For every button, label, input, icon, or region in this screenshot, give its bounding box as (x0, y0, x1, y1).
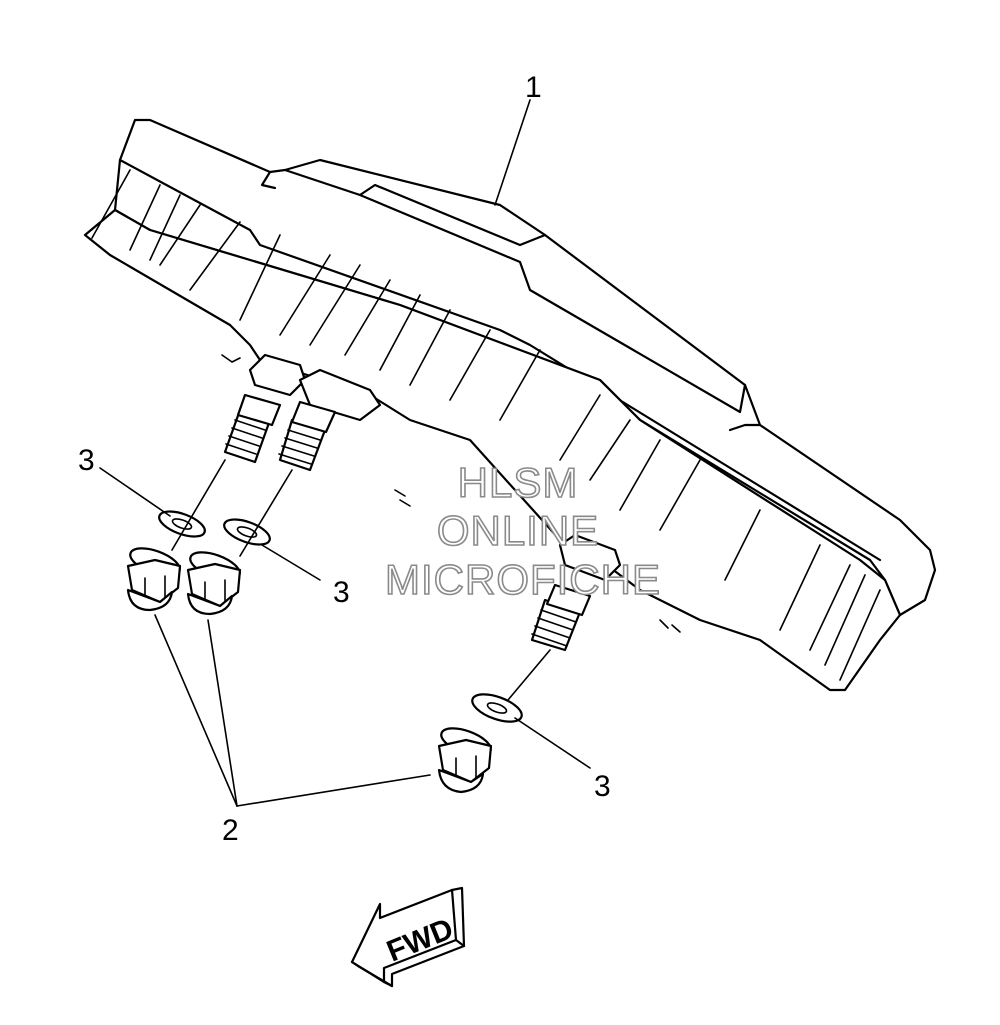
mounting-stud-left (223, 393, 282, 464)
callout-3-right: 3 (594, 770, 611, 803)
watermark-line-3: MICROFICHE (385, 556, 661, 603)
cap-nut-right (437, 727, 493, 794)
callout-3-middle: 3 (333, 576, 350, 609)
washer-left (158, 510, 206, 538)
cap-nut-middle (186, 551, 242, 616)
mounting-stud-right (530, 583, 592, 652)
callout-2: 2 (222, 814, 239, 847)
assembly-lines (171, 459, 551, 701)
mounting-stud-middle (278, 400, 337, 472)
cap-nut-left (126, 547, 182, 612)
watermark: HLSM ONLINE MICROFICHE (384, 458, 661, 604)
meter-assembly-housing (83, 118, 937, 692)
watermark-line-2: ONLINE (437, 507, 599, 554)
callout-3-left: 3 (78, 444, 95, 477)
washer-middle (223, 518, 271, 546)
watermark-line-1: HLSM (458, 459, 579, 506)
leader-lines (99, 99, 591, 807)
fwd-arrow-icon: FWD (350, 886, 466, 988)
washer-right (471, 693, 523, 723)
callout-1: 1 (525, 71, 542, 104)
